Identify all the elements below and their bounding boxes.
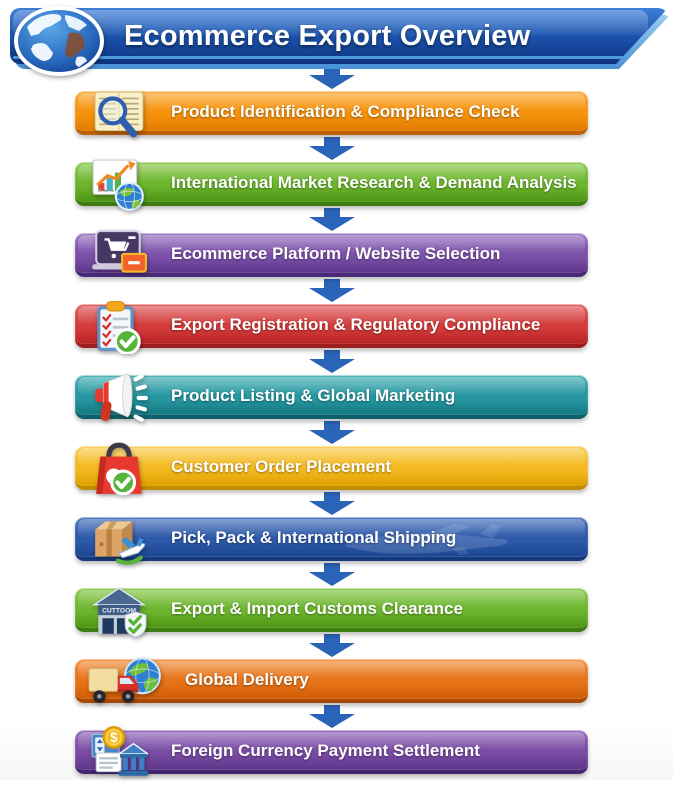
megaphone-icon [90,371,149,425]
market-chart-globe-icon [90,158,148,212]
step-label: Product Listing & Global Marketing [171,386,456,405]
down-arrow [309,563,355,586]
currency-bank-icon: $ [90,726,151,780]
down-arrow [309,350,355,373]
step-label: Customer Order Placement [171,457,392,476]
step-global-delivery: Global Delivery [75,657,588,703]
step-label: International Market Research & Demand A… [171,173,577,192]
banner-background [10,8,668,64]
ecommerce-export-flowchart: Ecommerce Export Overview [0,6,673,780]
header-banner: Ecommerce Export Overview [10,6,668,76]
step-label: Export & Import Customs Clearance [171,599,463,618]
step-payment-settlement: $ Foreign Currency Payment Settlement [75,726,588,776]
step-shipping: Pick, Pack & International Shipping [75,517,588,565]
down-arrow [309,492,355,515]
laptop-cart-icon [90,229,148,283]
down-arrow [309,137,355,160]
step-customs-clearance: CUTTOOM Export & Import Customs Clearanc… [75,587,588,638]
step-label: Foreign Currency Payment Settlement [171,741,480,760]
truck-globe-icon [87,655,165,709]
shopping-bag-check-icon [90,442,148,496]
airplane-watermark-icon [345,523,508,556]
svg-text:$: $ [110,730,118,745]
step-label: Pick, Pack & International Shipping [171,528,457,547]
step-market-research: International Market Research & Demand A… [75,159,588,211]
step-label: Global Delivery [185,670,309,689]
box-airplane-icon [90,513,148,567]
step-label: Export Registration & Regulatory Complia… [171,315,541,334]
clipboard-check-icon [90,300,148,355]
down-arrow [309,634,355,657]
svg-text:CUTTOOM: CUTTOOM [102,608,136,615]
down-arrow [309,208,355,231]
document-search-icon [90,87,148,141]
page-title: Ecommerce Export Overview [124,20,531,52]
step-product-identification: Product Identification & Compliance Chec… [75,91,588,138]
step-export-registration: Export Registration & Regulatory Complia… [75,301,588,355]
step-order-placement: Customer Order Placement [75,442,588,496]
step-platform-selection: Ecommerce Platform / Website Selection [75,230,588,277]
step-product-listing: Product Listing & Global Marketing [75,373,588,422]
down-arrow [309,66,355,89]
step-label: Product Identification & Compliance Chec… [171,102,520,121]
down-arrow [309,279,355,302]
down-arrow [309,705,355,728]
down-arrow [309,421,355,444]
customs-building-icon: CUTTOOM [90,584,148,638]
globe-icon [13,5,105,77]
step-label: Ecommerce Platform / Website Selection [171,244,501,263]
